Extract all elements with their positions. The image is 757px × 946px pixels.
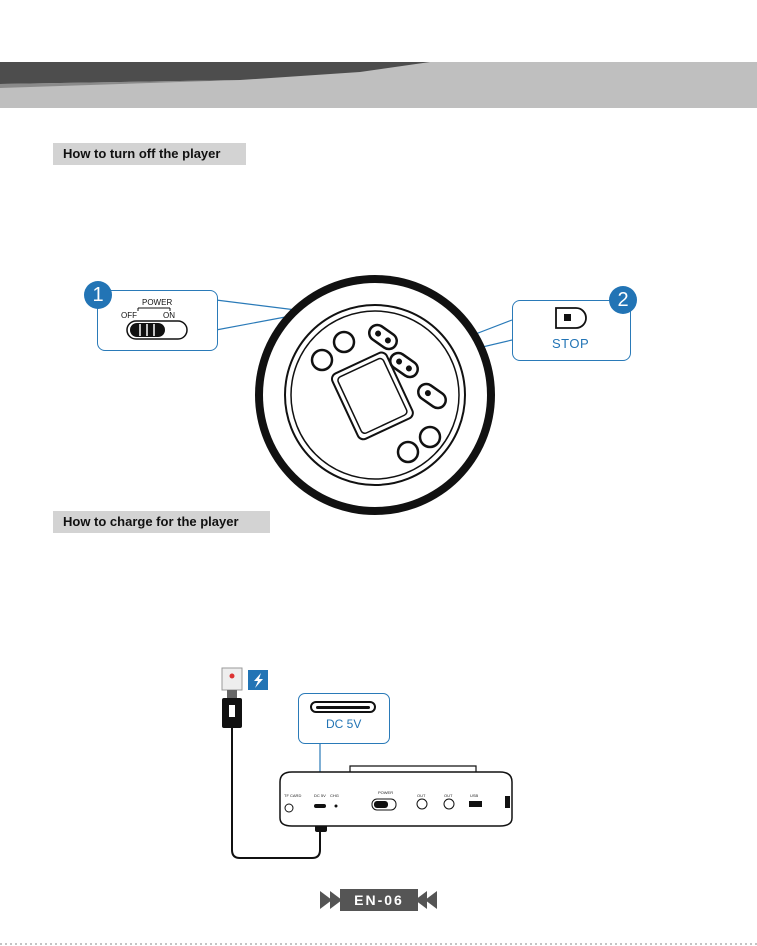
page-number: EN-06: [340, 889, 418, 911]
